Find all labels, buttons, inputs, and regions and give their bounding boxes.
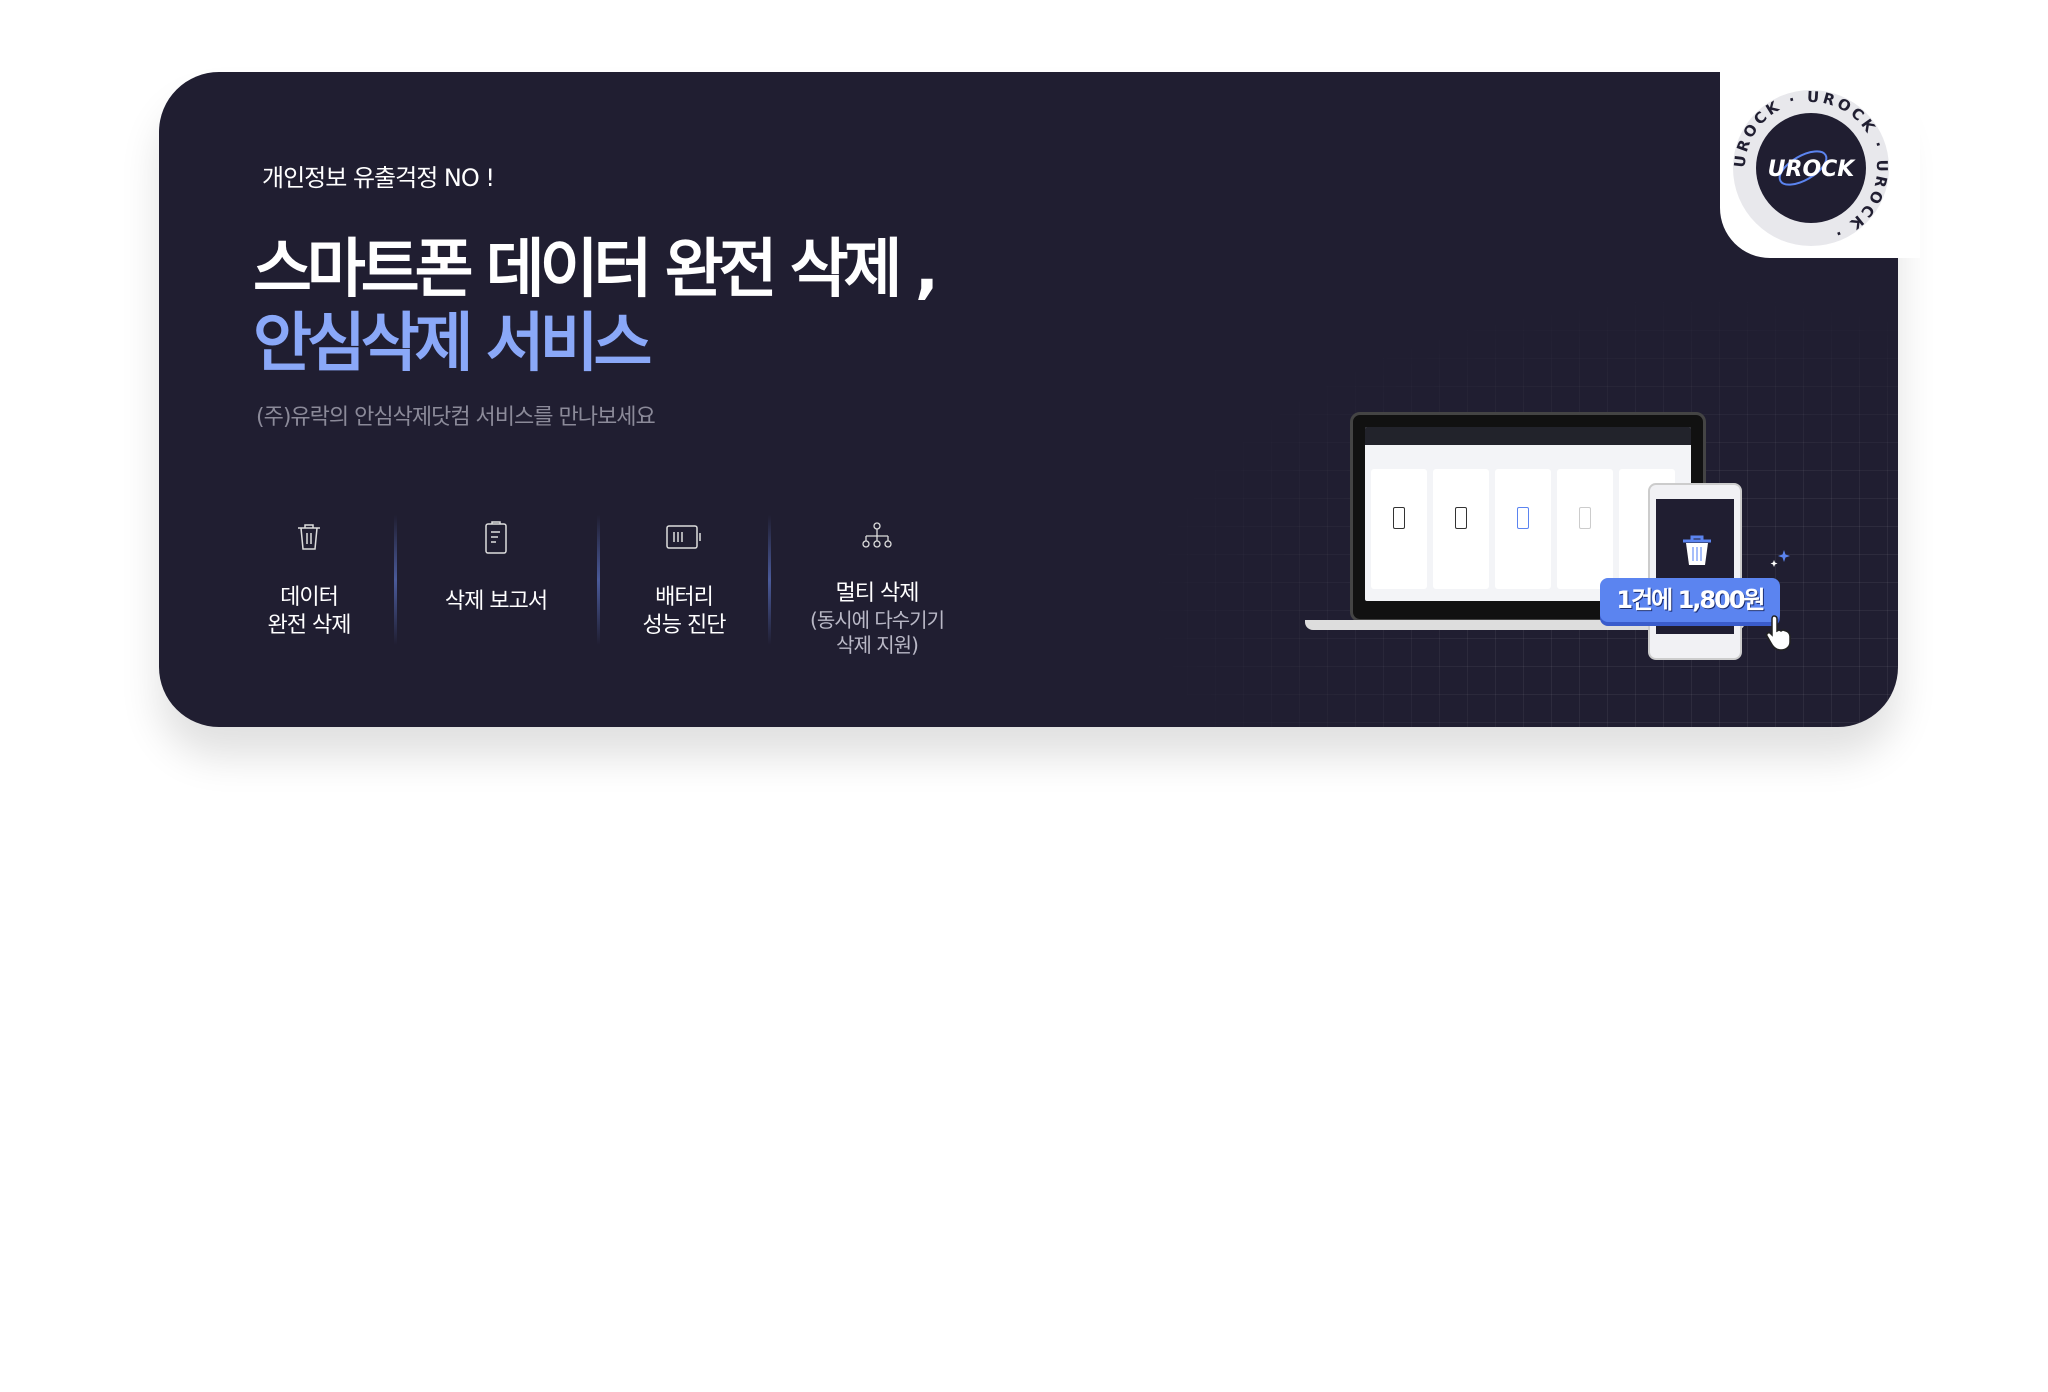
feature-label: 완전 삭제 <box>267 613 352 638</box>
urock-logo: UROCK · UROCK · UROCK · UROCK <box>1731 88 1889 246</box>
hand-pointer-icon <box>1766 615 1791 651</box>
feature-label: 성능 진단 <box>642 613 727 638</box>
feature-data-wipe: 데이터 완전 삭제 <box>219 520 399 640</box>
tablet-illustration <box>1648 483 1742 660</box>
feature-report: 삭제 보고서 <box>406 520 586 616</box>
feature-multi-delete: 멀티 삭제 (동시에 다수기기 삭제 지원) <box>787 520 967 658</box>
divider <box>768 515 771 645</box>
laptop-base <box>1305 620 1745 630</box>
divider <box>597 515 600 645</box>
svg-text:UROCK: UROCK <box>1768 157 1857 182</box>
subtitle: (주)유락의 안심삭제닷컴 서비스를 만나보세요 <box>256 405 656 430</box>
hierarchy-icon <box>862 522 892 548</box>
battery-icon <box>666 525 701 549</box>
feature-label: 멀티 삭제 <box>835 581 920 606</box>
feature-label: 삭제 보고서 <box>444 589 548 614</box>
app-screenshot <box>1365 427 1691 601</box>
feature-battery: 배터리 성능 진단 <box>594 520 774 640</box>
trash-icon <box>1683 535 1711 565</box>
price-badge: 1건에 1,800원 <box>1600 578 1780 622</box>
feature-note: 삭제 지원) <box>836 633 919 657</box>
headline-line1: 스마트폰 데이터 완전 삭제 , <box>253 233 939 307</box>
headline-line2: 안심삭제 서비스 <box>253 307 652 381</box>
feature-note: (동시에 다수기기 <box>810 608 945 632</box>
sparkle-icon <box>1770 550 1790 567</box>
feature-label: 데이터 <box>280 585 339 610</box>
divider <box>394 515 397 645</box>
feature-label: 배터리 <box>655 585 714 610</box>
trash-icon <box>298 524 320 550</box>
kicker-text: 개인정보 유출걱정 NO ! <box>262 164 495 192</box>
clipboard-report-icon <box>485 521 507 554</box>
